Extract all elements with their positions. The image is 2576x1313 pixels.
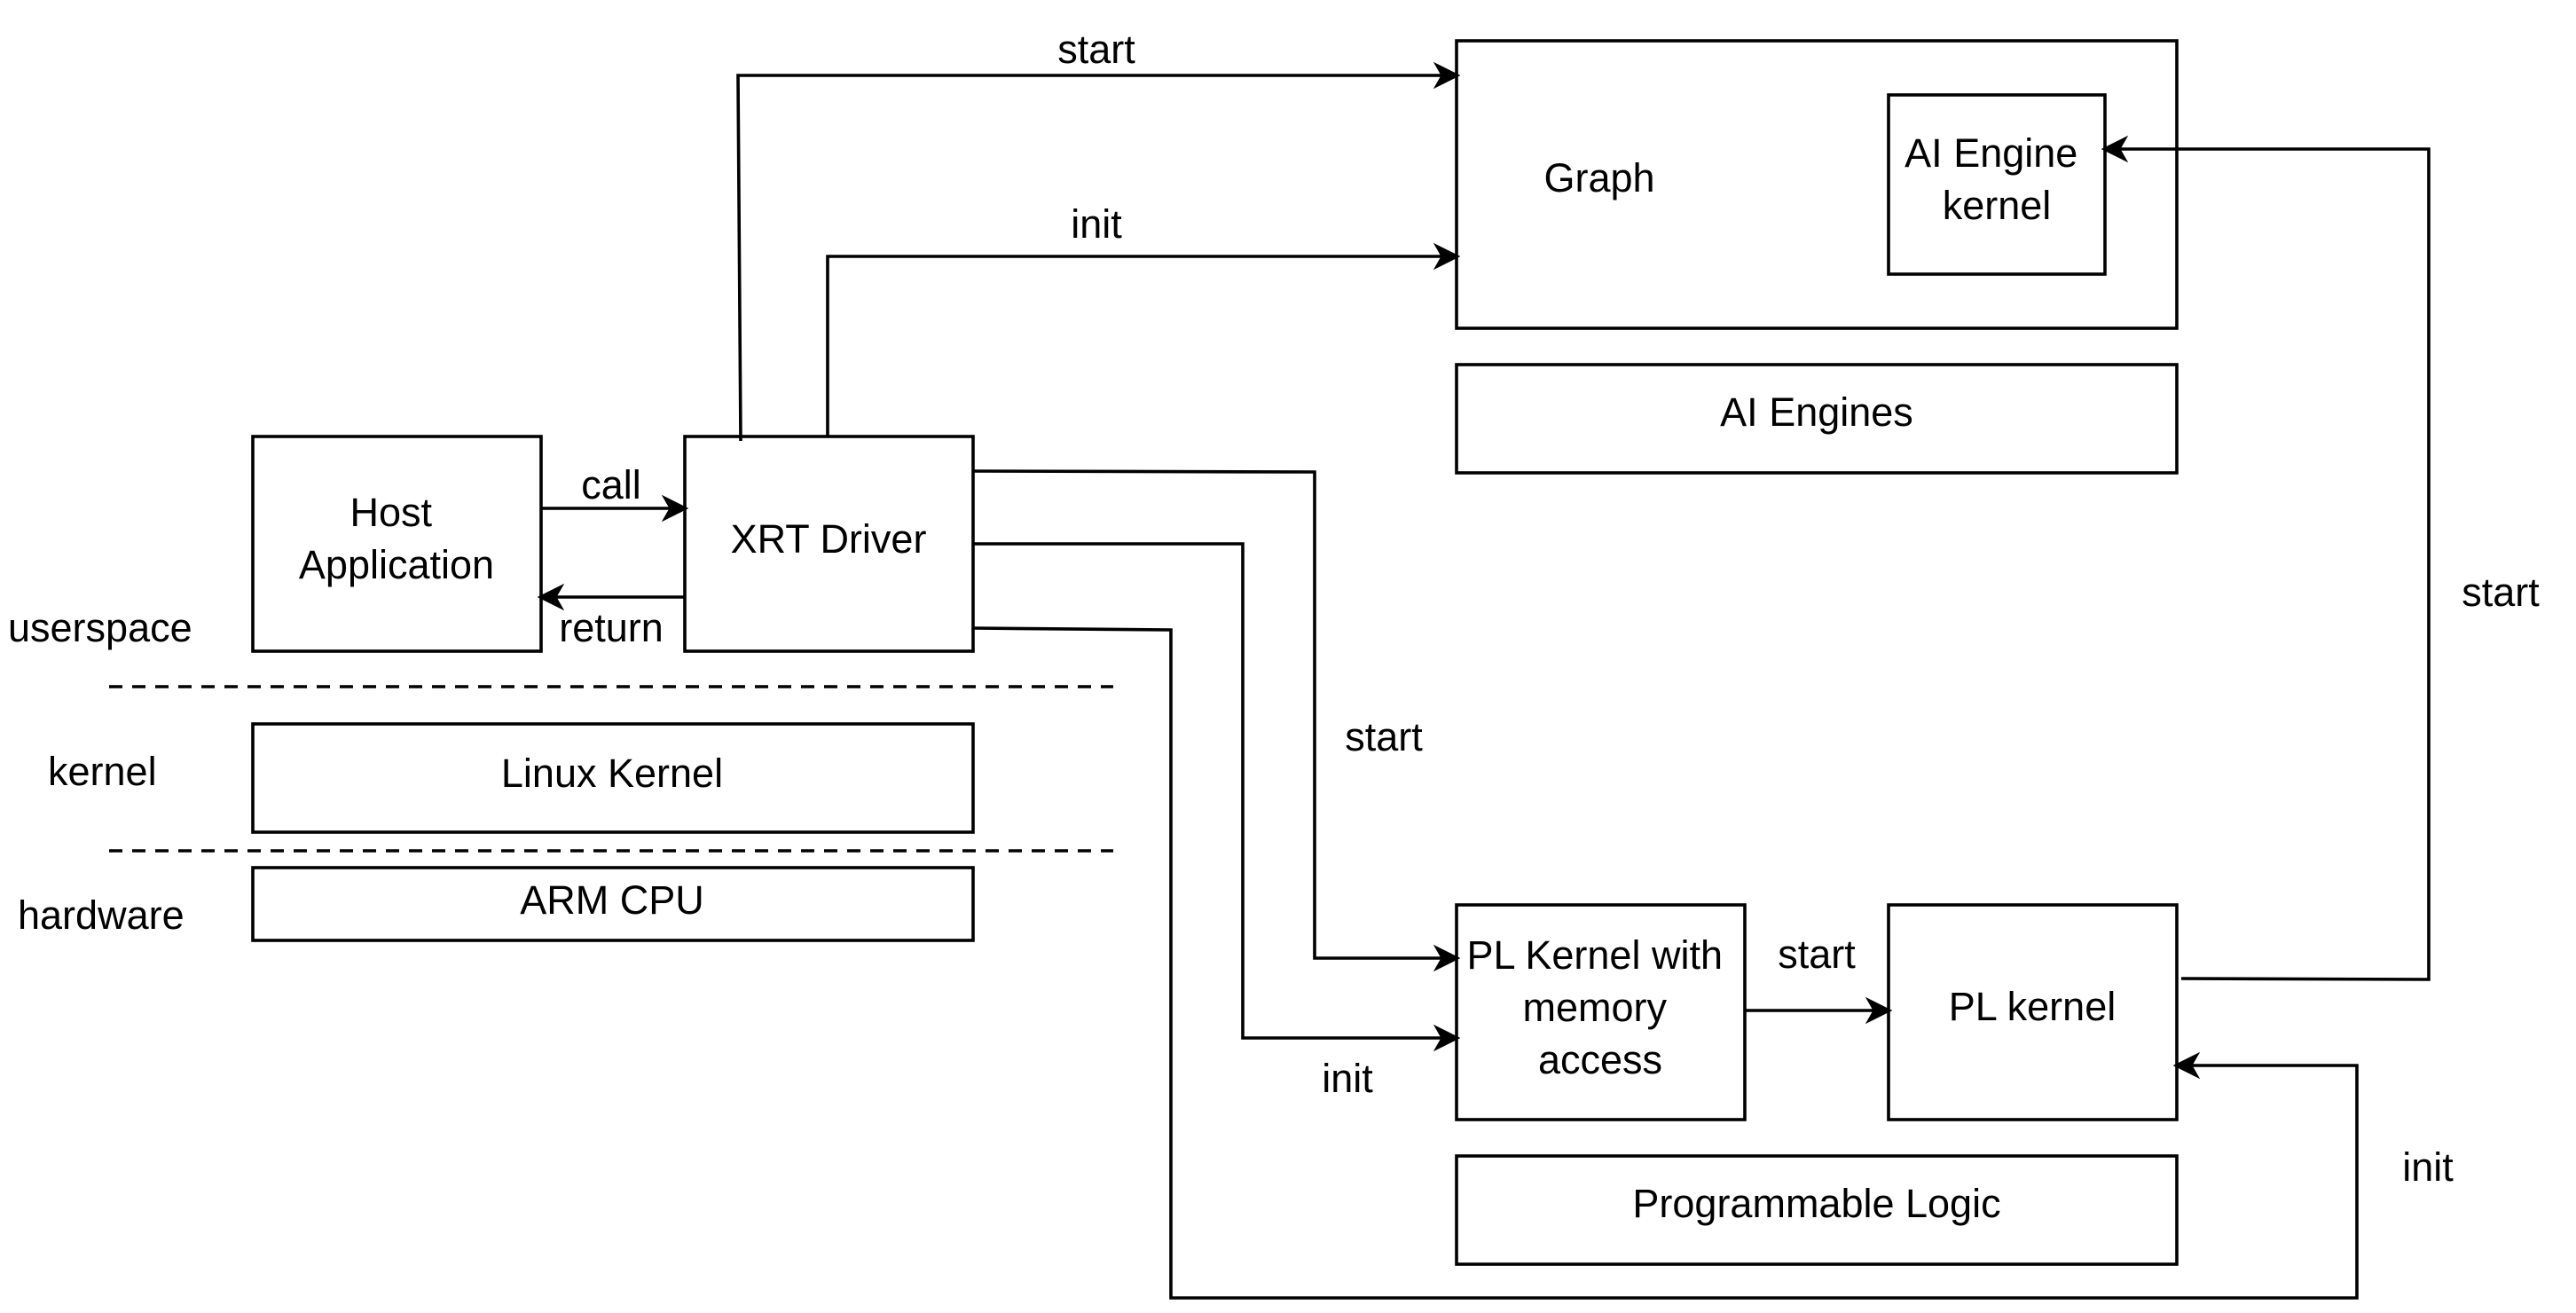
pl-kernel-box: [1887, 903, 2179, 1121]
pl-kernel-memory-box: [1455, 903, 1747, 1121]
layer-label-hardware: hardware: [18, 892, 185, 938]
host-application-line-2: Application: [299, 542, 494, 587]
node-label-programmable-logic: Programmable Logic: [1632, 1181, 2000, 1226]
edge-pl-mem-start: [972, 469, 1461, 972]
edge-label-pl-mem-start: start: [1345, 714, 1423, 759]
edge-label-return: return: [559, 605, 664, 650]
ai-engine-kernel-box: [1887, 93, 2107, 276]
linux-kernel-box: [251, 722, 975, 834]
edge-graph-init: [826, 242, 1461, 436]
node-label-ai-engine-kernel: AI Engine kernel: [1905, 130, 2089, 228]
edge-label-graph-init: init: [1071, 201, 1122, 247]
layer-label-userspace: userspace: [8, 605, 192, 650]
host-application-line-1: Host: [349, 490, 432, 535]
edge-pl-kernel-init: [972, 626, 2359, 1300]
host-application-box: [251, 435, 543, 653]
edge-pl-mem-init: [973, 542, 1461, 1052]
layer-label-kernel: kernel: [48, 749, 157, 794]
node-label-ai-engines: AI Engines: [1720, 389, 1913, 435]
edge-graph-start: [736, 61, 1461, 442]
programmable-logic-box: [1455, 1154, 2179, 1266]
node-label-pl-kernel: PL kernel: [1949, 984, 2116, 1029]
pl-kernel-memory-line-1: PL Kernel with: [1467, 932, 1723, 978]
pl-kernel-memory-line-2: memory: [1522, 985, 1667, 1030]
ai-engines-box: [1455, 363, 2179, 475]
edge-label-call: call: [581, 462, 641, 507]
edge-label-aie-start: start: [2462, 570, 2540, 615]
arm-cpu-box: [251, 866, 975, 942]
ai-engine-kernel-line-1: AI Engine: [1905, 130, 2077, 176]
node-label-arm-cpu: ARM CPU: [520, 877, 704, 923]
ai-engine-kernel-line-2: kernel: [1943, 183, 2052, 228]
node-label-xrt-driver: XRT Driver: [731, 516, 927, 562]
edge-label-pl-mem-init: init: [1322, 1056, 1373, 1101]
edge-aie-start: [2101, 135, 2431, 981]
edge-label-pl-to-pl: start: [1778, 932, 1856, 977]
node-label-host-application: Host Application: [299, 490, 494, 587]
node-label-linux-kernel: Linux Kernel: [501, 751, 723, 796]
edge-label-pl-kernel-init: init: [2402, 1144, 2454, 1190]
node-label-pl-kernel-memory: PL Kernel with memory access: [1467, 932, 1734, 1082]
edge-label-graph-start: start: [1057, 27, 1135, 72]
xrt-driver-box: [683, 435, 975, 653]
pl-kernel-memory-line-3: access: [1538, 1037, 1662, 1082]
node-label-graph: Graph: [1543, 155, 1654, 200]
